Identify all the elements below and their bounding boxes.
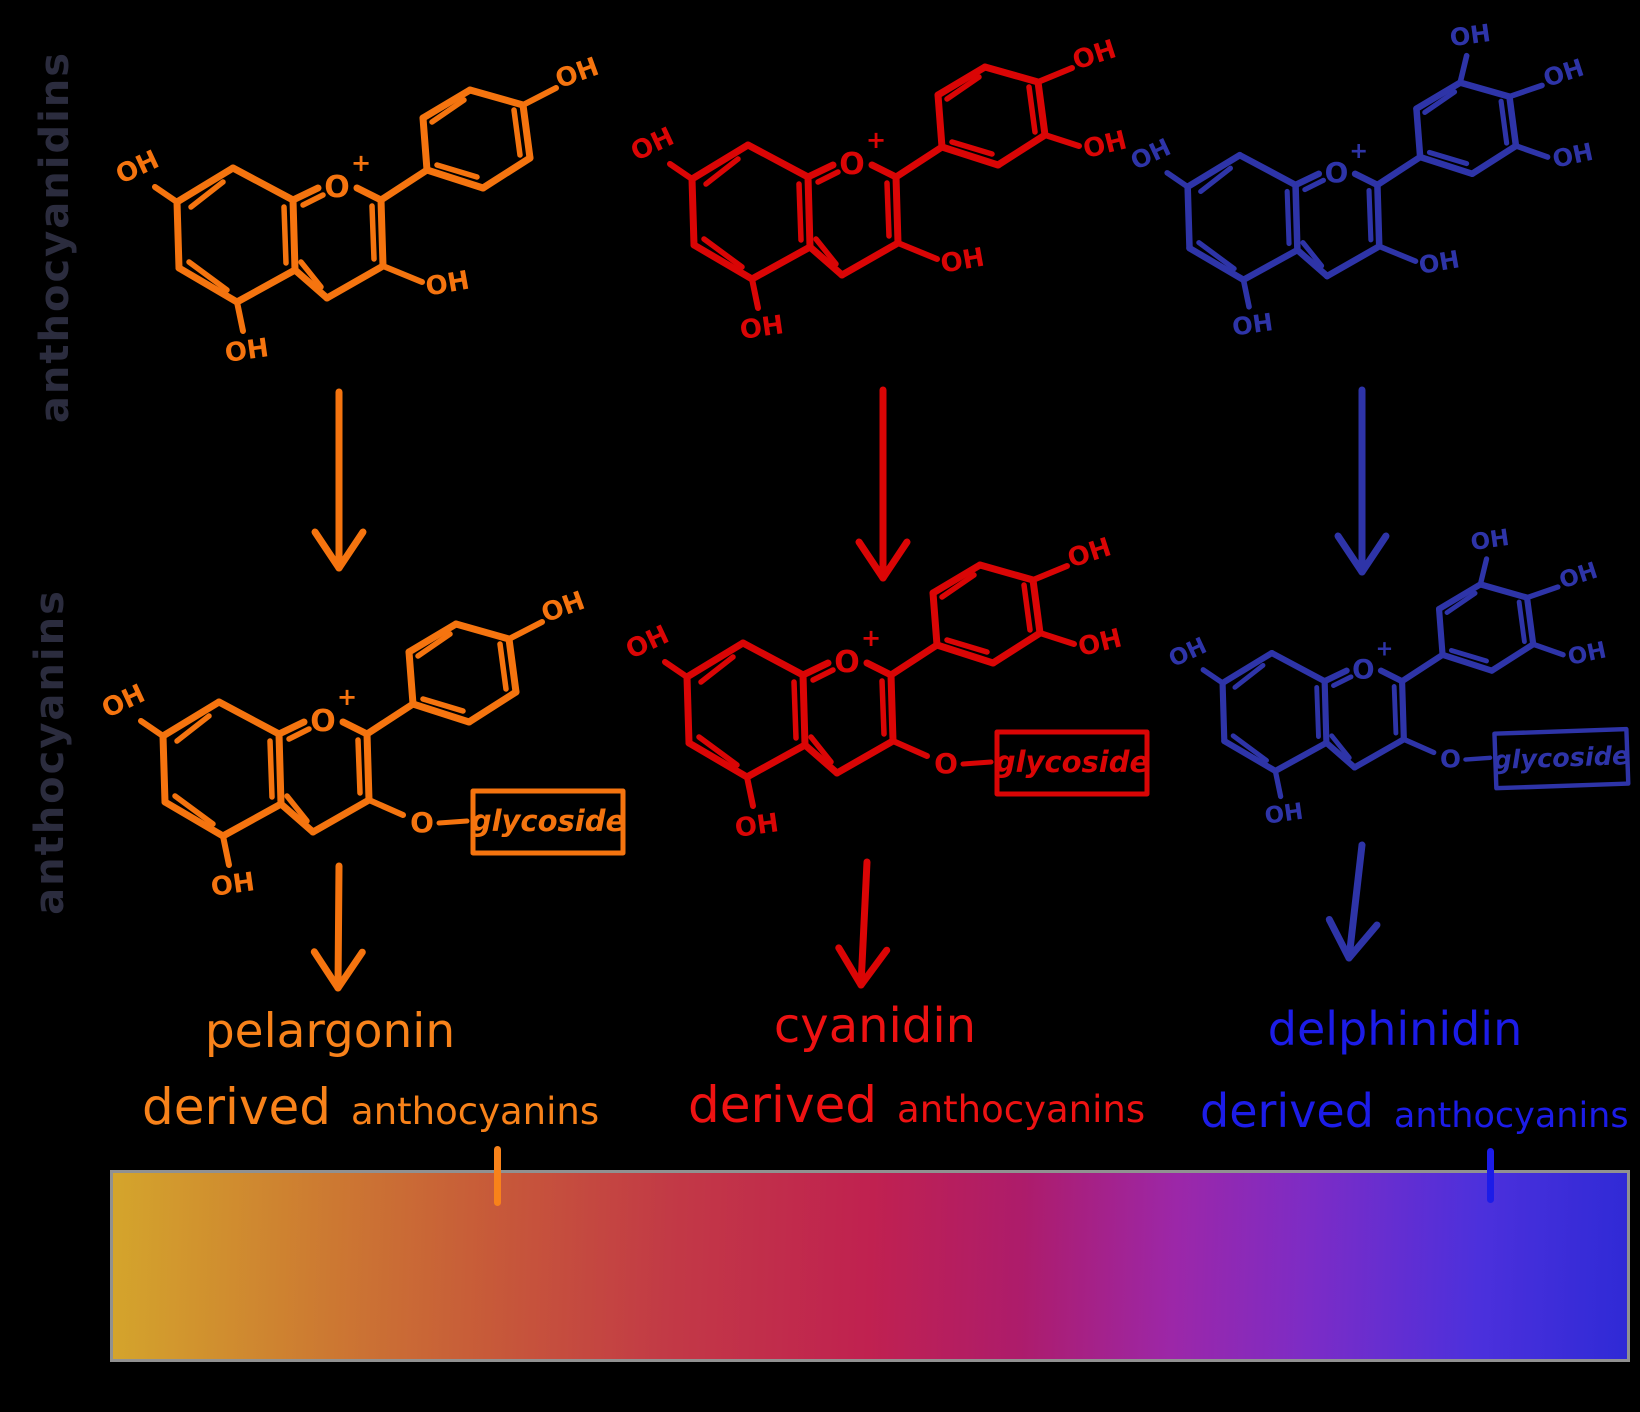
label-delphinidin-derived: delphinidin: [1267, 1002, 1523, 1056]
svg-text:OH: OH: [552, 52, 603, 95]
arrow-pelargonidin-to-anthocyanin: [311, 388, 367, 572]
svg-text:OH: OH: [738, 310, 786, 346]
structure-pelargonidin-anthocyanidin: OH OH OH O+ OH: [111, 52, 603, 369]
svg-text:OH: OH: [1075, 623, 1125, 663]
svg-text:+: +: [337, 683, 357, 711]
svg-text:O: O: [1440, 744, 1461, 773]
word-derived: derived: [142, 1078, 332, 1136]
arrow-pelargonidin-to-derived: [310, 862, 366, 992]
label-cyanidin-derived: cyanidin: [773, 998, 977, 1054]
svg-text:OH: OH: [423, 266, 471, 303]
svg-text:OH: OH: [538, 586, 589, 629]
word-anthocyanins: anthocyanins: [1393, 1096, 1629, 1136]
svg-text:OH: OH: [626, 122, 678, 168]
svg-text:OH: OH: [1550, 138, 1596, 174]
word-derived: derived: [1200, 1084, 1374, 1138]
pen-stroke-descender-orange: [494, 1146, 501, 1206]
svg-text:OH: OH: [1556, 558, 1601, 595]
svg-text:O: O: [1352, 655, 1374, 686]
glycoside-box: glycoside: [1492, 726, 1631, 791]
svg-text:O: O: [839, 147, 865, 182]
label-pelargonin-derived-line2: derived anthocyanins: [142, 1078, 599, 1136]
structure-cyanidin-anthocyanidin: OH OH OH OH O+ OH: [626, 34, 1130, 346]
svg-text:+: +: [1349, 138, 1368, 164]
label-delphinidin-derived-line2: derived anthocyanins: [1200, 1084, 1629, 1138]
label-pelargonin-derived: pelargonin: [204, 1004, 456, 1059]
svg-text:OH: OH: [1165, 633, 1211, 673]
svg-text:glycoside: glycoside: [471, 804, 625, 838]
word-derived: derived: [688, 1076, 878, 1134]
svg-text:OH: OH: [938, 243, 986, 280]
arrow-cyanidin-to-derived: [835, 858, 891, 989]
row-label-anthocyanins: anthocyanins: [27, 589, 73, 915]
svg-text:OH: OH: [209, 867, 257, 903]
svg-text:OH: OH: [1566, 637, 1609, 670]
svg-text:OH: OH: [1448, 19, 1492, 52]
svg-text:O: O: [934, 747, 958, 780]
svg-text:OH: OH: [733, 808, 781, 844]
svg-text:OH: OH: [1064, 532, 1115, 574]
label-cyanidin-derived-line2: derived anthocyanins: [688, 1076, 1145, 1134]
svg-text:OH: OH: [1263, 799, 1305, 830]
arrow-delphinidin-to-derived: [1325, 841, 1381, 962]
svg-text:OH: OH: [1540, 54, 1587, 93]
svg-text:OH: OH: [223, 333, 271, 369]
svg-text:O: O: [410, 806, 434, 839]
svg-text:OH: OH: [1126, 133, 1175, 176]
svg-text:OH: OH: [1080, 125, 1130, 165]
word-anthocyanins: anthocyanins: [351, 1090, 600, 1133]
glycoside-box: glycoside: [994, 729, 1150, 797]
svg-text:OH: OH: [1469, 525, 1511, 556]
svg-text:glycoside: glycoside: [1493, 741, 1630, 776]
color-spectrum-bar: [110, 1170, 1630, 1362]
svg-text:O: O: [324, 170, 350, 205]
svg-text:OH: OH: [1230, 308, 1274, 341]
svg-text:O: O: [310, 704, 336, 739]
arrow-delphinidin-to-anthocyanin: [1334, 386, 1390, 576]
structure-delphinidin-anthocyanidin: OH OH OH OH OH O+ OH: [1126, 19, 1595, 342]
svg-text:OH: OH: [111, 145, 163, 191]
svg-text:glycoside: glycoside: [995, 745, 1149, 779]
glycoside-box: glycoside: [470, 788, 626, 856]
svg-text:O: O: [1325, 156, 1349, 189]
pen-stroke-descender-blue: [1487, 1148, 1494, 1203]
svg-text:OH: OH: [1417, 245, 1462, 280]
svg-text:+: +: [866, 126, 886, 154]
word-anthocyanins: anthocyanins: [897, 1088, 1146, 1131]
row-label-anthocyanidins: anthocyanidins: [32, 50, 78, 424]
svg-text:OH: OH: [97, 679, 149, 725]
svg-text:+: +: [861, 624, 881, 652]
svg-text:O: O: [834, 645, 860, 680]
svg-text:OH: OH: [1069, 34, 1120, 76]
arrow-cyanidin-to-anthocyanin: [855, 386, 911, 582]
svg-text:+: +: [1376, 636, 1394, 661]
svg-text:OH: OH: [621, 620, 673, 666]
svg-text:+: +: [351, 149, 371, 177]
